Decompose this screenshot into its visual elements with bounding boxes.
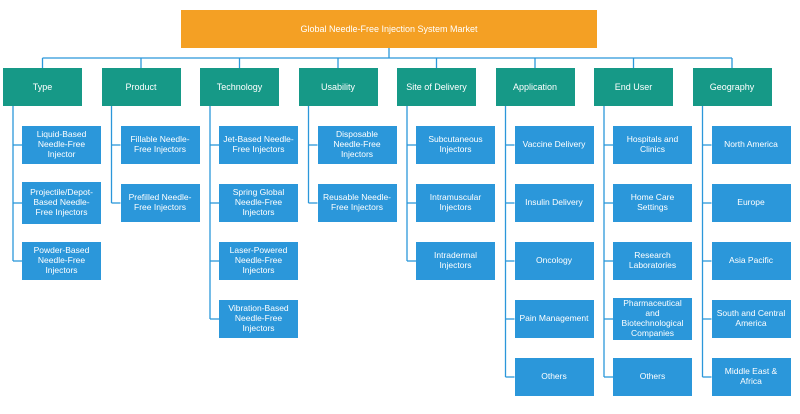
leaf-node: Liquid-Based Needle-Free Injector (22, 126, 101, 164)
leaf-node: Projectile/Depot-Based Needle-Free Injec… (22, 182, 101, 224)
category-node: Product (101, 68, 181, 106)
leaf-node: Intradermal Injectors (416, 242, 495, 280)
leaf-node: Middle East & Africa (711, 358, 791, 396)
leaf-node: Oncology (514, 242, 594, 280)
leaf-node: Prefilled Needle-Free Injectors (120, 184, 200, 222)
leaf-node: Asia Pacific (711, 242, 791, 280)
leaf-node: Others (613, 358, 692, 396)
category-node: Geography (692, 68, 772, 106)
leaf-node: Pain Management (514, 300, 594, 338)
category-node: End User (594, 68, 673, 106)
leaf-node: Reusable Needle-Free Injectors (317, 184, 397, 222)
category-node: Type (3, 68, 82, 106)
leaf-node: Research Laboratories (613, 242, 692, 280)
leaf-node: Pharmaceutical and Biotechnological Comp… (613, 298, 692, 340)
leaf-node: Disposable Needle-Free Injectors (317, 126, 397, 164)
leaf-node: Fillable Needle-Free Injectors (120, 126, 200, 164)
leaf-node: Others (514, 358, 594, 396)
leaf-node: South and Central America (711, 300, 791, 338)
leaf-node: Jet-Based Needle-Free Injectors (219, 126, 298, 164)
leaf-node: Vaccine Delivery (514, 126, 594, 164)
leaf-node: Insulin Delivery (514, 184, 594, 222)
category-node: Site of Delivery (397, 68, 476, 106)
leaf-node: Subcutaneous Injectors (416, 126, 495, 164)
leaf-node: Spring Global Needle-Free Injectors (219, 184, 298, 222)
category-node: Application (495, 68, 575, 106)
leaf-node: Hospitals and Clinics (613, 126, 692, 164)
leaf-node: Intramuscular Injectors (416, 184, 495, 222)
leaf-node: Home Care Settings (613, 184, 692, 222)
category-node: Technology (200, 68, 279, 106)
root-node: Global Needle-Free Injection System Mark… (181, 10, 597, 48)
leaf-node: Vibration-Based Needle-Free Injectors (219, 300, 298, 338)
leaf-node: Laser-Powered Needle-Free Injectors (219, 242, 298, 280)
leaf-node: Europe (711, 184, 791, 222)
leaf-node: North America (711, 126, 791, 164)
leaf-node: Powder-Based Needle-Free Injectors (22, 242, 101, 280)
category-node: Usability (298, 68, 378, 106)
